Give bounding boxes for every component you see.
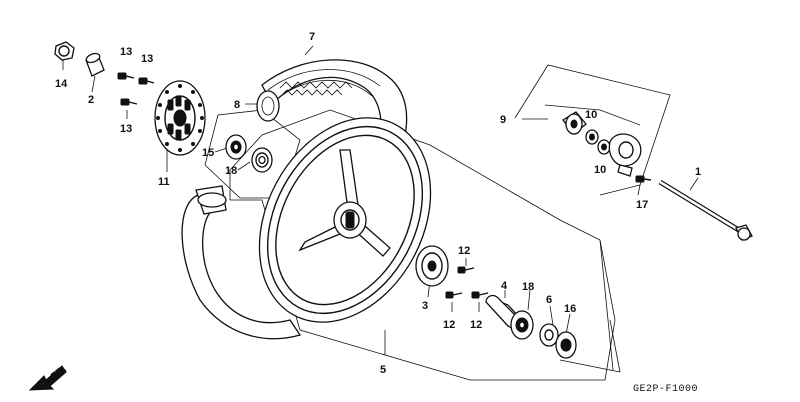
- callout-3: 3: [422, 300, 428, 312]
- dust-seal-16: [555, 331, 577, 359]
- callout-12-upper: 12: [458, 245, 470, 257]
- collar-2: [85, 52, 105, 77]
- dust-seal-3: [415, 245, 449, 287]
- callout-18-right: 18: [522, 281, 534, 293]
- callout-2: 2: [88, 94, 94, 106]
- callout-9: 9: [500, 114, 506, 126]
- callout-18-left: 18: [225, 165, 237, 177]
- screw-17: [635, 175, 652, 183]
- washer-10-upper: [585, 129, 599, 145]
- diagram-code: GE2P-F1000: [633, 384, 698, 395]
- axle-1: [658, 179, 753, 241]
- callout-5: 5: [380, 364, 386, 376]
- callout-8: 8: [234, 99, 240, 111]
- callout-labels: 1 2 3 4 5 6 7 8 9 10 10 11 12 12 12 13 1…: [49, 31, 701, 395]
- callout-1: 1: [695, 166, 701, 178]
- callout-16: 16: [564, 303, 576, 315]
- brake-disc: [154, 80, 206, 156]
- leader-lines: [62, 45, 699, 381]
- callout-12-right: 12: [470, 319, 482, 331]
- inner-tube: [181, 185, 302, 340]
- front-direction-arrow: [28, 365, 67, 391]
- callout-13-lower: 13: [120, 123, 132, 135]
- nut-14: [54, 41, 75, 61]
- callout-13-right: 13: [141, 53, 153, 65]
- speedometer-gear-9: [562, 111, 587, 135]
- washer-10-lower: [597, 139, 611, 155]
- callout-14: 14: [55, 78, 68, 90]
- callout-17: 17: [636, 199, 648, 211]
- bearing-18-left: [251, 147, 273, 173]
- retainer-6: [539, 323, 559, 347]
- bolts-12: [445, 266, 489, 299]
- callout-10-lower: 10: [594, 164, 606, 176]
- callout-6: 6: [546, 294, 552, 306]
- callout-4: 4: [501, 280, 508, 292]
- callout-12-left: 12: [443, 319, 455, 331]
- callout-13-left: 13: [120, 46, 132, 58]
- callout-15: 15: [202, 147, 214, 159]
- bolts-13: [117, 72, 155, 106]
- tire: [256, 59, 408, 161]
- bearing-18-right: [510, 310, 534, 340]
- wheel-rim: [258, 117, 432, 323]
- gearbox-housing: [608, 133, 642, 177]
- callout-11: 11: [158, 176, 170, 188]
- callout-7: 7: [309, 31, 315, 43]
- bearing-15: [225, 134, 247, 160]
- callout-10-upper: 10: [585, 109, 597, 121]
